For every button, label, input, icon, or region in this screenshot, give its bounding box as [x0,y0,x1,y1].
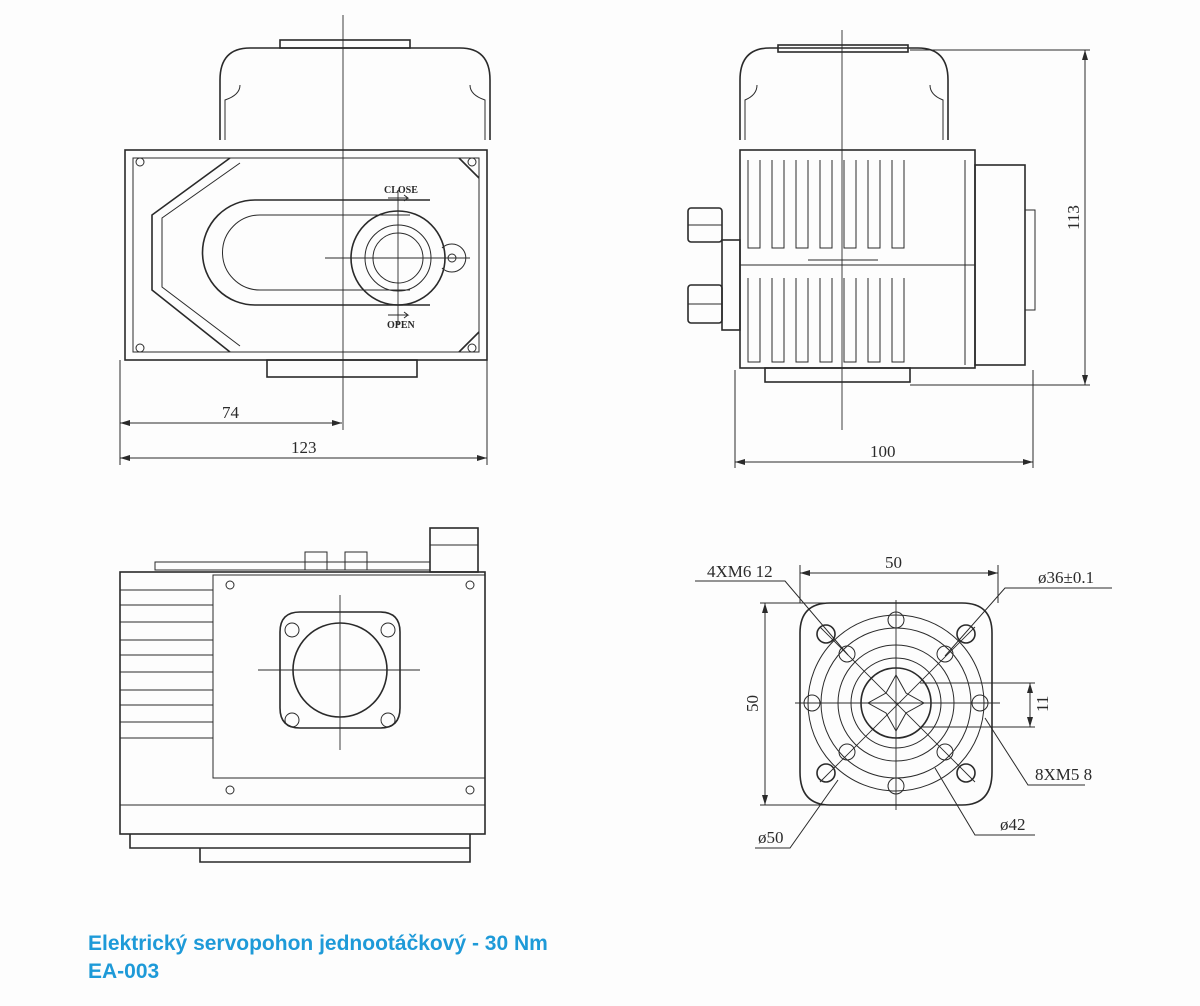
callout-diameter-50: ø50 [758,828,784,847]
side-view: 113 100 [687,30,1090,468]
product-title: Elektrický servopohon jednootáčkový - 30… [88,932,548,955]
callout-8xm5: 8XM5 8 [1035,765,1092,784]
flange-view: 50 50 11 4XM6 12 ø36±0.1 8XM5 8 ø42 ø50 [695,553,1112,849]
open-label: OPEN [387,320,416,331]
callout-4xm6: 4XM6 12 [707,562,773,581]
callout-diameter-42: ø42 [1000,815,1026,834]
dim-100: 100 [870,442,896,461]
close-label: CLOSE [384,185,418,196]
dim-113: 113 [1064,205,1083,230]
dim-50-horizontal: 50 [885,553,902,572]
dim-74: 74 [222,403,240,422]
dim-50-vertical: 50 [743,695,762,712]
callout-diameter-36: ø36±0.1 [1038,568,1094,587]
bottom-view [119,527,486,863]
front-view: CLOSE OPEN 74 123 [119,15,491,465]
dim-123: 123 [291,438,317,457]
dim-11: 11 [1033,696,1052,712]
part-number: EA-003 [88,960,160,983]
cooling-fins [747,160,905,363]
